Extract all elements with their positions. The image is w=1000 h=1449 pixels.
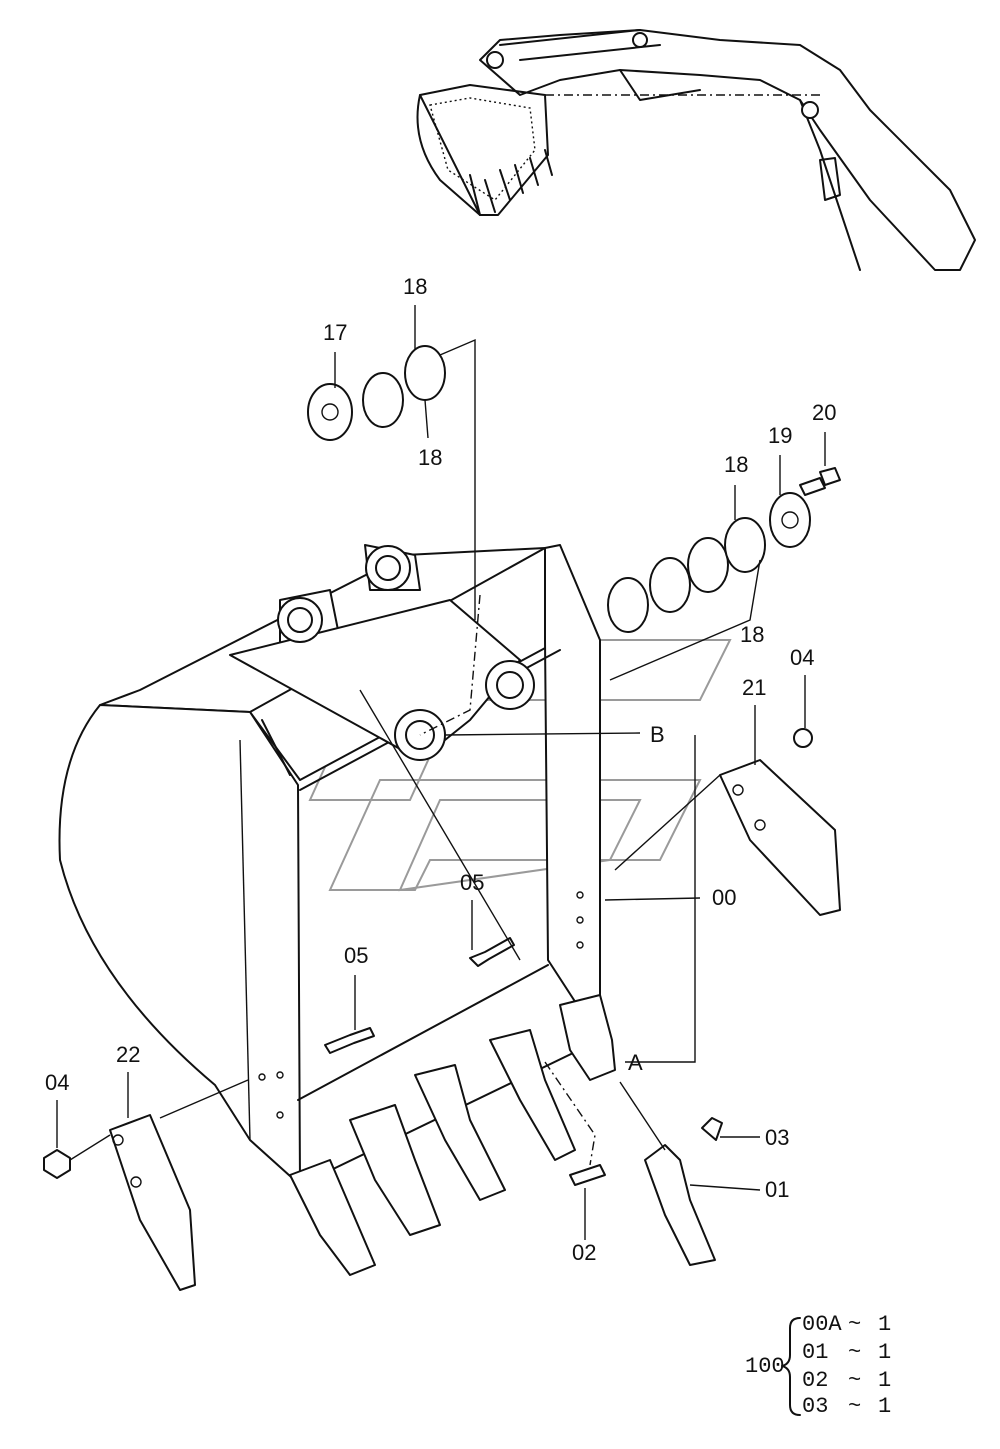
callout-18: 18 (418, 445, 442, 470)
bucket-teeth (289, 994, 616, 1276)
kit-qty: 1 (878, 1394, 891, 1419)
kit-sep: ~ (848, 1394, 861, 1419)
callout-05: 05 (344, 943, 368, 968)
callout-22: 22 (116, 1042, 140, 1067)
kit-row: 02 ~ 1 (802, 1368, 891, 1393)
callout-05: 05 (460, 870, 484, 895)
callout-21: 21 (742, 675, 766, 700)
callout-a: A (628, 1050, 643, 1075)
kit-qty: 1 (878, 1312, 891, 1337)
excavator-overview (416, 29, 976, 271)
callout-20: 20 (812, 400, 836, 425)
callout-17: 17 (323, 320, 347, 345)
kit-row: 01 ~ 1 (802, 1340, 891, 1365)
callout-03: 03 (765, 1125, 789, 1150)
kit-sep: ~ (848, 1312, 861, 1337)
kit-sep: ~ (848, 1368, 861, 1393)
kit-number: 100 (745, 1354, 785, 1379)
kit-part: 02 (802, 1368, 828, 1393)
callout-labels: 17 18 18 20 19 18 18 04 21 B 05 00 05 A … (45, 274, 836, 1265)
pin-parts (307, 345, 841, 633)
kit-part: 00A (802, 1312, 842, 1337)
kit-row: 00A ~ 1 (802, 1312, 891, 1337)
callout-18: 18 (740, 622, 764, 647)
callout-18: 18 (403, 274, 427, 299)
kit-part: 03 (802, 1394, 828, 1419)
bucket-body (58, 544, 601, 1186)
callout-18: 18 (724, 452, 748, 477)
callout-b: B (650, 722, 665, 747)
kit-row: 03 ~ 1 (802, 1394, 891, 1419)
side-cutters (43, 728, 841, 1291)
callout-04: 04 (45, 1070, 69, 1095)
callout-01: 01 (765, 1177, 789, 1202)
callout-19: 19 (768, 423, 792, 448)
kit-sep: ~ (848, 1340, 861, 1365)
leader-lines (56, 305, 826, 1240)
kit-qty: 1 (878, 1368, 891, 1393)
callout-04: 04 (790, 645, 814, 670)
callout-00: 00 (712, 885, 736, 910)
kit-legend: 100 00A ~ 1 01 ~ 1 02 ~ 1 03 ~ 1 (745, 1312, 891, 1419)
kit-part: 01 (802, 1340, 828, 1365)
kit-qty: 1 (878, 1340, 891, 1365)
callout-02: 02 (572, 1240, 596, 1265)
